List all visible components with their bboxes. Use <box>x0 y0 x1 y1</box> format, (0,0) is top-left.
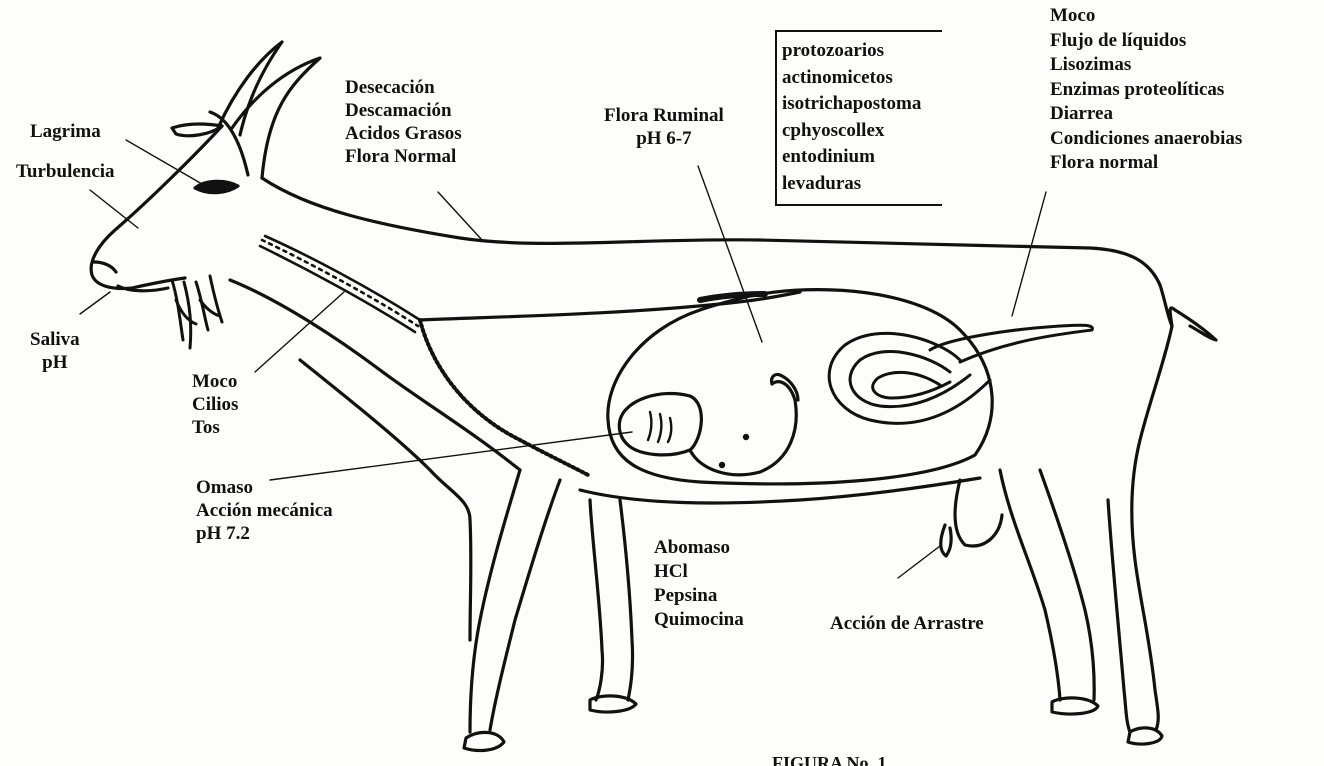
esophagus-lower <box>420 320 590 476</box>
label-hcl: HCl <box>654 560 744 584</box>
figure-caption: FIGURA No. 1 <box>772 752 887 766</box>
label-descamacion: Descamación <box>345 99 462 122</box>
foreleg-back <box>620 500 633 700</box>
label-intestino-item: Condiciones anaerobias <box>1050 127 1242 152</box>
label-lagrima: Lagrima <box>30 120 101 143</box>
flora-item: isotrichapostoma <box>782 91 921 118</box>
mouth <box>94 262 116 272</box>
label-omaso-ph: pH 7.2 <box>196 522 333 545</box>
label-intestino-item: Lisozimas <box>1050 53 1242 78</box>
label-pepsina: Pepsina <box>654 584 744 608</box>
label-quimocina: Quimocina <box>654 608 744 632</box>
label-intestino-item: Enzimas proteolíticas <box>1050 78 1242 103</box>
flora-item: cphyoscollex <box>782 118 921 145</box>
udder <box>955 480 1002 546</box>
label-omaso-group: Omaso Acción mecánica pH 7.2 <box>196 476 333 545</box>
flora-item: entodinium <box>782 144 921 171</box>
label-intestino-item: Diarrea <box>1050 102 1242 127</box>
label-acidos-grasos: Acidos Grasos <box>345 122 462 145</box>
label-saliva-ph: pH <box>30 351 80 374</box>
foreleg-front-b <box>470 470 520 732</box>
label-saliva-line: Saliva <box>30 328 80 351</box>
esophagus <box>260 236 420 332</box>
abomasum <box>690 382 796 475</box>
label-accion-mecanica: Acción mecánica <box>196 499 333 522</box>
teat <box>941 525 952 556</box>
label-intestino-item: Flora normal <box>1050 151 1242 176</box>
hoof-hind-right <box>1128 728 1162 744</box>
beard <box>172 276 222 348</box>
label-flora-ruminal-group: Flora Ruminal pH 6-7 <box>604 104 724 150</box>
label-abomaso-group: Abomaso HCl Pepsina Quimocina <box>654 536 744 632</box>
label-flora-normal-skin: Flora Normal <box>345 145 462 168</box>
label-moco-resp: Moco <box>192 370 238 393</box>
label-abomaso: Abomaso <box>654 536 744 560</box>
hind-leg-2b <box>1040 470 1094 700</box>
label-omaso: Omaso <box>196 476 333 499</box>
label-cilios: Cilios <box>192 393 238 416</box>
tail <box>1160 285 1216 340</box>
label-flora-ruminal: Flora Ruminal <box>604 104 724 127</box>
hoof-fore-front <box>464 732 504 750</box>
label-turbulencia: Turbulencia <box>16 160 115 183</box>
label-arrastre: Acción de Arrastre <box>830 612 984 635</box>
label-desecacion: Desecación <box>345 76 462 99</box>
foreleg-back-b <box>590 500 603 700</box>
label-desecacion-group: Desecación Descamación Acidos Grasos Flo… <box>345 76 462 168</box>
label-intestino-item: Moco <box>1050 4 1242 29</box>
hind-leg-front <box>1108 500 1130 732</box>
hoof-fore-back <box>590 696 636 712</box>
hoof-hind-left <box>1052 698 1098 714</box>
label-intestino-group: Moco Flujo de líquidos Lisozimas Enzimas… <box>1050 4 1242 176</box>
flora-item: protozoarios <box>782 38 921 65</box>
intestine-coils <box>829 325 1092 423</box>
flora-item: levaduras <box>782 171 921 198</box>
foreleg-front <box>490 480 560 730</box>
flora-item: actinomicetos <box>782 65 921 92</box>
label-tos: Tos <box>192 416 238 439</box>
flora-list: protozoarios actinomicetos isotrichapost… <box>782 38 921 197</box>
label-saliva: Saliva pH <box>30 328 80 374</box>
belly <box>580 478 980 503</box>
horns <box>210 42 320 178</box>
omasum-folds <box>648 412 671 442</box>
label-flora-ruminal-ph: pH 6-7 <box>604 127 724 150</box>
label-intestino-item: Flujo de líquidos <box>1050 29 1242 54</box>
label-moco-resp-group: Moco Cilios Tos <box>192 370 238 439</box>
hind-leg-back <box>1132 326 1172 730</box>
